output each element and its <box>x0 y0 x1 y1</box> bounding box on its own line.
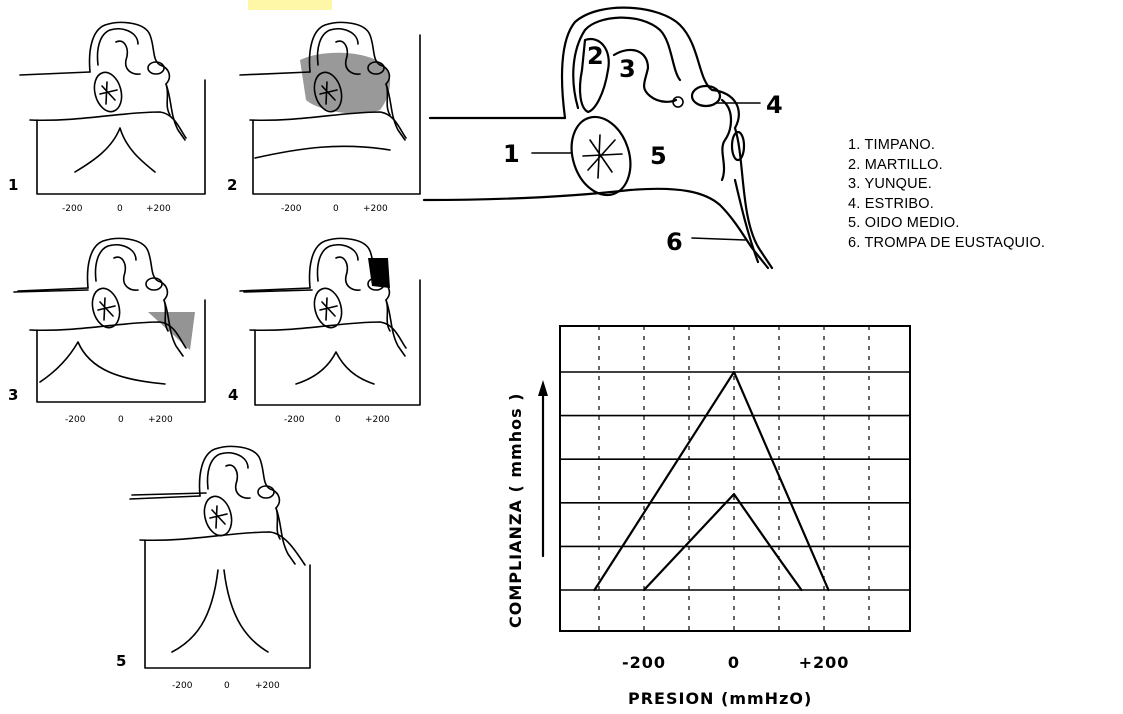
panel-2-tick-0: 0 <box>333 204 339 214</box>
panel-5-tick-neg200: -200 <box>172 681 193 691</box>
callout-6: 6 <box>666 228 683 256</box>
panel-5-curve-left <box>172 570 218 652</box>
chart-series-group <box>595 372 829 590</box>
callout-5: 5 <box>650 142 667 170</box>
panel-3-tick-pos200: +200 <box>148 415 173 425</box>
panel-1: 1 -200 0 +200 <box>8 22 205 214</box>
x-tick-label: -200 <box>622 653 666 672</box>
callout-1: 1 <box>503 140 520 168</box>
panel-1-tick-pos200: +200 <box>146 204 171 214</box>
panel-4-tick-0: 0 <box>335 415 341 425</box>
chart-x-ticks: -200 0 +200 <box>622 653 849 672</box>
panel-5-curve-right <box>224 570 268 652</box>
panel-3-number: 3 <box>8 386 18 404</box>
chart-y-label: COMPLIANZA ( mmhos ) <box>506 393 525 628</box>
highlight-mark <box>248 0 332 10</box>
panel-5: 5 -200 0 +200 <box>116 446 310 691</box>
eustachian-tube <box>735 180 758 262</box>
panel-5-tick-pos200: +200 <box>255 681 280 691</box>
panel-5-tick-0: 0 <box>224 681 230 691</box>
panel-3: 3 -200 0 +200 <box>8 238 205 425</box>
callout-3: 3 <box>619 55 636 83</box>
tympanogram-chart: -200 0 +200 COMPLIANZA ( mmhos ) PRESION (… <box>506 326 910 708</box>
legend-item-4: 4. ESTRIBO. <box>848 195 1045 215</box>
panel-3-tick-neg200: -200 <box>65 415 86 425</box>
panel-2-tick-pos200: +200 <box>363 204 388 214</box>
panel-4-curve <box>296 352 374 384</box>
panel-2-tick-neg200: -200 <box>281 204 302 214</box>
panel-3-curve <box>40 342 165 384</box>
canal-lower-wall <box>424 189 768 268</box>
y-axis-arrow-head <box>538 380 548 396</box>
panel-3-tick-0: 0 <box>118 415 124 425</box>
inner-wall-detail <box>722 100 731 180</box>
series-line-1 <box>595 372 829 590</box>
series-line-2 <box>644 494 802 590</box>
callout-4: 4 <box>766 91 783 119</box>
legend-item-2: 2. MARTILLO. <box>848 156 1045 176</box>
panel-2-curve <box>255 146 390 158</box>
panel-1-tick-0: 0 <box>117 204 123 214</box>
panel-4-tick-neg200: -200 <box>284 415 305 425</box>
legend-item-1: 1. TIMPANO. <box>848 136 1045 156</box>
x-tick-label: 0 <box>728 653 740 672</box>
panel-1-curve <box>75 128 155 172</box>
tympanic-radiation <box>583 135 622 178</box>
panel-2-number: 2 <box>227 176 237 194</box>
middle-ear-diagram: 2 3 4 1 5 6 <box>424 8 783 268</box>
panel-4: 4 -200 0 +200 <box>228 238 420 425</box>
chart-x-label: PRESION (mmHzO) <box>628 689 812 708</box>
panel-1-number: 1 <box>8 176 18 194</box>
legend-item-3: 3. YUNQUE. <box>848 175 1045 195</box>
panel-1-tick-neg200: -200 <box>62 204 83 214</box>
legend-item-6: 6. TROMPA DE EUSTAQUIO. <box>848 234 1045 254</box>
callout-6-line <box>692 238 745 240</box>
panel-4-number: 4 <box>228 386 238 404</box>
stapes-head <box>673 97 683 107</box>
legend-item-5: 5. OIDO MEDIO. <box>848 214 1045 234</box>
callout-2: 2 <box>587 42 604 70</box>
panel-2: 2 -200 0 +200 <box>227 22 420 214</box>
x-tick-label: +200 <box>799 653 850 672</box>
panel-5-number: 5 <box>116 652 126 670</box>
legend: 1. TIMPANO. 2. MARTILLO. 3. YUNQUE. 4. E… <box>848 136 1045 254</box>
panel-4-tick-pos200: +200 <box>365 415 390 425</box>
